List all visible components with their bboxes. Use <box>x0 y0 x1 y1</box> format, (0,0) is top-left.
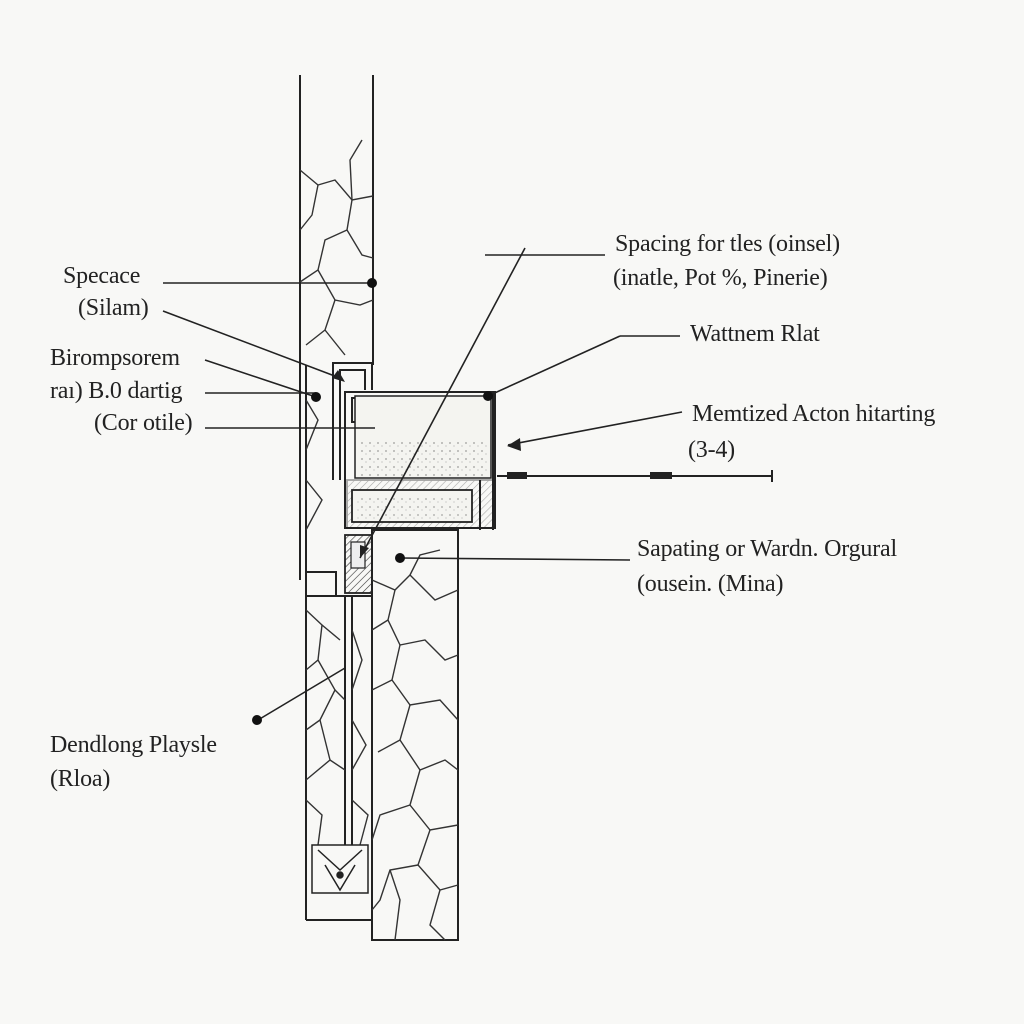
arrow-heads <box>332 370 521 558</box>
leader-lines <box>162 247 683 721</box>
hatched-block <box>344 534 373 594</box>
label-dendlong-line2: (Rloa) <box>50 766 111 792</box>
label-memtized-line2: (3-4) <box>688 437 735 463</box>
lower-right-wall <box>371 529 459 941</box>
lower-tray <box>346 479 494 529</box>
label-spacing-tiles-line2: (inatle, Pot %, Pinerie) <box>613 265 828 291</box>
lower-left-wall <box>305 571 372 921</box>
label-memtized-line1: Memtized Acton hitarting <box>692 401 936 427</box>
label-birompsorem-line3: (Cor otile) <box>94 410 193 436</box>
label-wattnem-rlat: Wattnem Rlat <box>690 321 820 347</box>
label-dendlong-line1: Dendlong Playsle <box>50 732 217 758</box>
stone-texture-upper <box>299 139 374 531</box>
tray-edges <box>479 392 494 530</box>
label-birompsorem-line2: raı) B.0 dartig <box>50 378 183 404</box>
upper-wall <box>299 75 374 920</box>
leader-dots <box>252 278 493 725</box>
horizontal-line <box>497 470 773 482</box>
label-spacing-tiles-line1: Spacing for tles (oinsel) <box>615 231 840 257</box>
label-specace-line1: Specace <box>63 263 141 289</box>
drain-fixture <box>311 844 369 894</box>
upper-cavity <box>354 395 492 479</box>
label-specace-line2: (Silam) <box>78 295 149 321</box>
label-sapating-line1: Sapating or Wardn. Orgural <box>637 536 897 562</box>
label-birompsorem-line1: Birompsorem <box>50 345 180 371</box>
label-sapating-line2: (ousein. (Mina) <box>637 571 784 597</box>
stone-texture-lower <box>305 549 459 941</box>
